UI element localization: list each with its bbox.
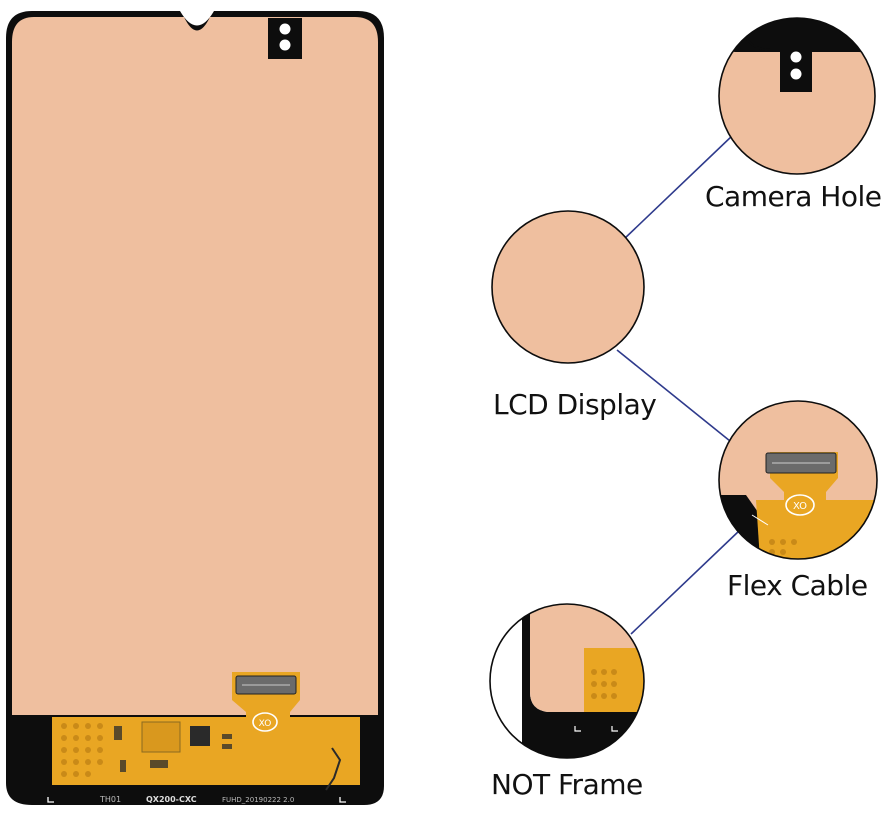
callout-lcd-display xyxy=(491,210,645,364)
flex-cable-main: XO xyxy=(232,672,300,760)
phone-lcd-panel: XO TH01 QX200-CXC FUHD_20190222 2.0 xyxy=(6,11,384,805)
label-lcd-display: LCD Display xyxy=(493,388,657,421)
callout-flex-cable: XO xyxy=(718,400,878,560)
leader-line-flex xyxy=(630,529,741,635)
svg-text:XO: XO xyxy=(793,501,807,512)
camera-lens-bottom xyxy=(279,39,291,51)
leader-lines xyxy=(616,134,741,635)
pcb-components xyxy=(114,721,342,791)
board-code-fuhd: FUHD_20190222 2.0 xyxy=(222,796,294,804)
corner-marks xyxy=(47,797,346,803)
contact-pads xyxy=(61,723,103,777)
board-code-qx200: QX200-CXC xyxy=(146,795,197,804)
label-camera-hole: Camera Hole xyxy=(705,180,882,213)
label-flex-cable: Flex Cable xyxy=(727,569,868,602)
leader-line-lcd xyxy=(616,349,731,442)
phone-display-area xyxy=(12,17,378,715)
label-not-frame: NOT Frame xyxy=(491,768,643,801)
xo-logo-mark xyxy=(252,712,278,732)
leader-line-camera xyxy=(622,134,734,241)
board-code-th01: TH01 xyxy=(99,795,121,804)
callout-camera-hole xyxy=(718,17,876,175)
callout-not-frame xyxy=(489,603,645,759)
xo-logo-text: XO xyxy=(259,719,272,729)
camera-lens-top xyxy=(279,23,291,35)
